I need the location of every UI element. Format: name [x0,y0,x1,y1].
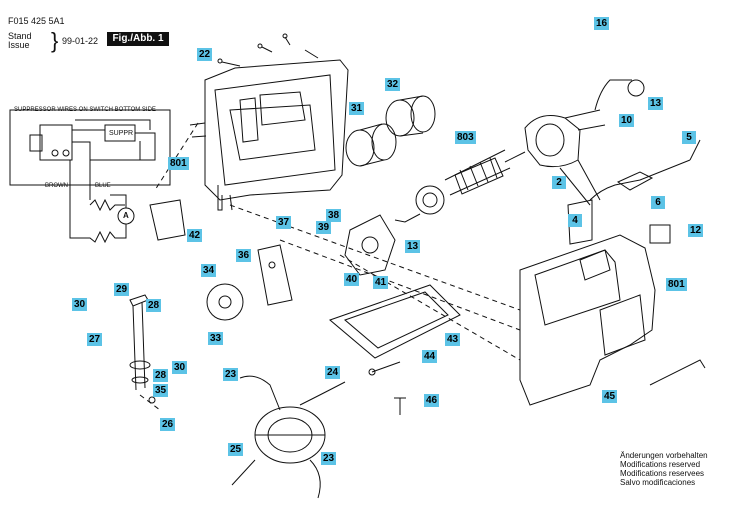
callout-2: 2 [552,176,566,189]
callout-40: 40 [344,273,360,286]
callout-803: 803 [455,131,476,144]
callout-41: 41 [373,276,389,289]
stand-label: Stand [8,31,32,41]
issue-date: 99-01-22 [62,36,99,46]
note-line-de: Änderungen vorbehalten [620,451,708,460]
brown-wire-label: BROWN [45,183,68,189]
carbon-brush-holders [345,95,436,167]
callout-30b: 30 [172,361,188,374]
housing-left-half [204,59,349,211]
callout-42: 42 [187,229,203,242]
guard-plate [149,199,186,241]
modifications-note: Änderungen vorbehalten Modifications res… [620,451,708,487]
callout-6: 6 [651,196,665,209]
callout-45: 45 [602,390,618,403]
housing-right-half [519,234,656,406]
callout-46: 46 [424,394,440,407]
callout-37: 37 [276,216,292,229]
callout-25: 25 [228,443,244,456]
schematic-title: SUPPRESSOR WIRES ON SWITCH BOTTOM SIDE [14,107,156,113]
baseplate-screws [368,361,406,415]
note-line-fr: Modifications reservees [620,469,705,478]
armature [394,149,526,223]
allen-key [649,359,706,386]
callout-16: 16 [594,17,610,30]
callout-4: 4 [568,214,582,227]
callout-28b: 28 [153,369,169,382]
callout-27: 27 [87,333,103,346]
callout-44: 44 [422,350,438,363]
callout-13b: 13 [405,240,421,253]
callout-801a: 801 [168,157,189,170]
callout-801b: 801 [666,278,687,291]
callout-5: 5 [682,131,696,144]
wiring-schematic [9,109,171,244]
housing-screws [189,33,319,138]
callout-23a: 23 [223,368,239,381]
assembly-lines [139,122,521,411]
callout-36: 36 [236,249,252,262]
callout-23b: 23 [321,452,337,465]
callout-26: 26 [160,418,176,431]
callout-35: 35 [153,384,169,397]
motor-symbol: A [123,211,129,220]
document-number: F015 425 5A1 [8,16,65,26]
callout-10: 10 [619,114,635,127]
drive-gear [206,283,244,321]
callout-43: 43 [445,333,461,346]
cam-plate [344,214,396,276]
guide-bracket [257,244,293,306]
callout-28a: 28 [146,299,162,312]
stator-coil [231,375,346,499]
brace-glyph: } [51,28,59,53]
suppressor-label: SUPPR [109,130,134,137]
note-line-en: Modifications reserved [620,460,701,469]
power-cable [589,79,701,201]
callout-22: 22 [197,48,213,61]
callout-32: 32 [385,78,401,91]
callout-31: 31 [349,102,365,115]
callout-24: 24 [325,366,341,379]
callout-13a: 13 [648,97,664,110]
callout-12: 12 [688,224,704,237]
issue-label: Issue [8,40,30,50]
callout-33: 33 [208,332,224,345]
callout-38: 38 [326,209,342,222]
base-plate [329,284,461,359]
callout-34: 34 [201,264,217,277]
callout-30a: 30 [72,298,88,311]
note-line-es: Salvo modificaciones [620,478,696,487]
blue-wire-label: BLUE [95,183,111,189]
field-coil [524,109,606,206]
callout-29: 29 [114,283,130,296]
switch [567,199,671,245]
figure-badge: Fig./Abb. 1 [107,32,169,46]
callout-39: 39 [316,221,332,234]
